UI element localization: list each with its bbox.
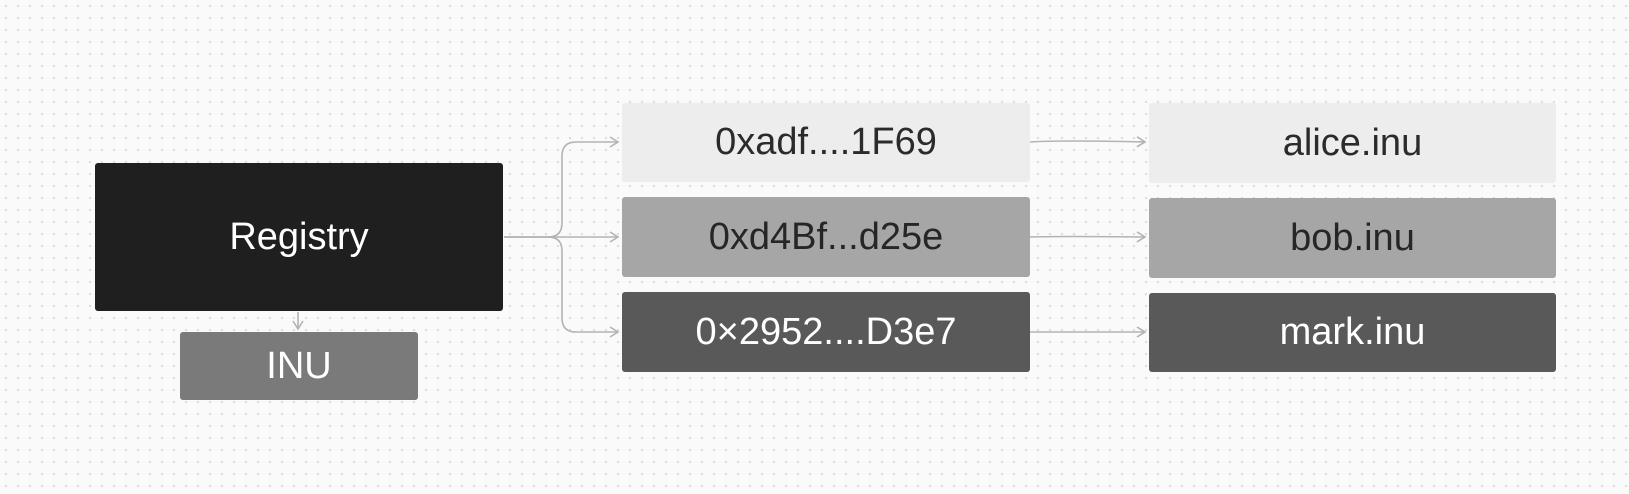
registry-node: Registry xyxy=(95,163,503,311)
connector-registry-to-address-3 xyxy=(504,236,620,338)
domain-name-label-3: mark.inu xyxy=(1279,311,1426,353)
address-node-3: 0×2952....D3e7 xyxy=(622,292,1030,372)
inu-token-label: INU xyxy=(266,344,332,387)
address-label-2: 0xd4Bf...d25e xyxy=(708,215,944,258)
domain-name-node-1: alice.inu xyxy=(1149,103,1556,183)
domain-name-label-1: alice.inu xyxy=(1282,121,1423,164)
domain-name-node-2: bob.inu xyxy=(1149,198,1556,278)
address-label-1: 0xadf....1F69 xyxy=(715,121,937,163)
inu-token-node: INU xyxy=(180,332,418,400)
address-node-2: 0xd4Bf...d25e xyxy=(622,197,1030,277)
connector-address-1-to-name-1 xyxy=(1029,136,1147,148)
registry-label: Registry xyxy=(229,215,369,258)
address-label-3: 0×2952....D3e7 xyxy=(695,310,957,353)
domain-name-label-2: bob.inu xyxy=(1290,216,1415,259)
connector-registry-to-address-1 xyxy=(504,136,620,238)
domain-name-node-3: mark.inu xyxy=(1149,293,1556,372)
address-node-1: 0xadf....1F69 xyxy=(622,103,1030,182)
connector-address-2-to-name-2 xyxy=(1029,231,1147,243)
